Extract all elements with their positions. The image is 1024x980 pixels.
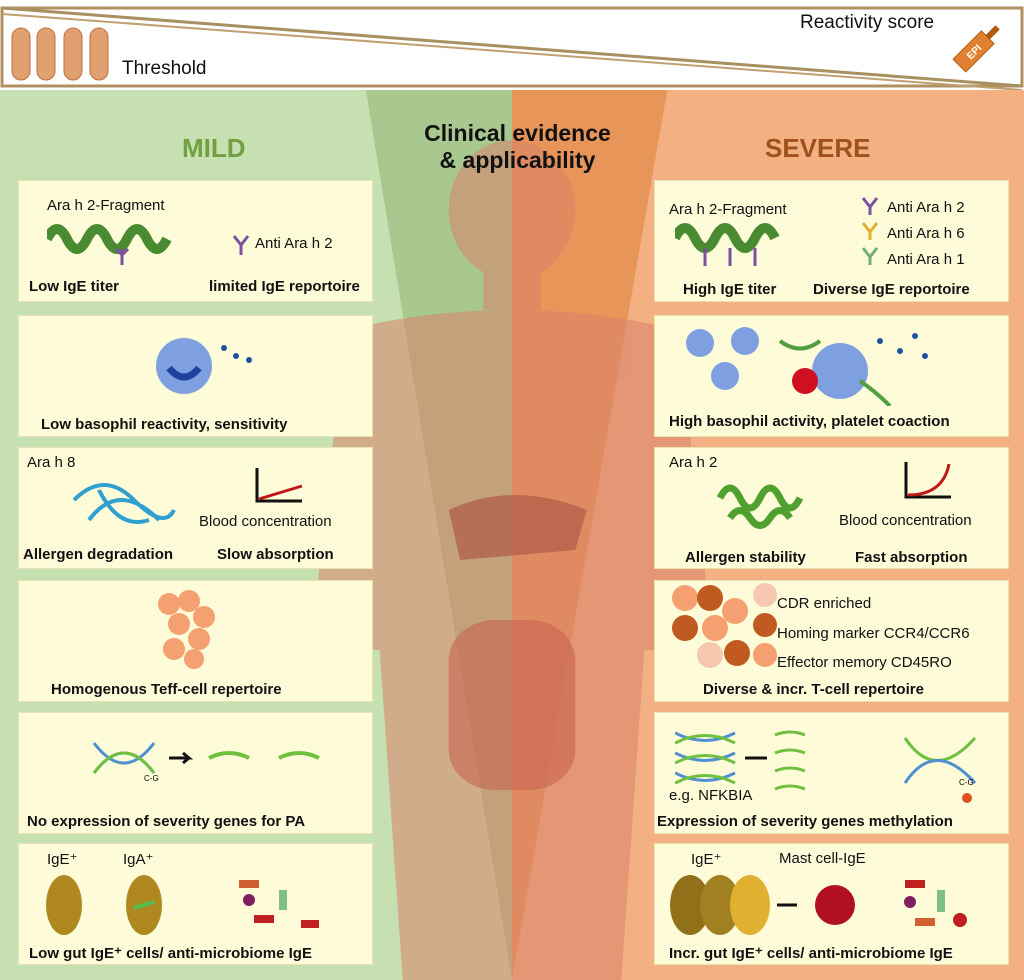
tcell-cluster-icon bbox=[672, 583, 777, 668]
cg-label: C-G bbox=[959, 778, 974, 787]
mild-panel-tcell: Homogenous Teff-cell repertoire bbox=[18, 580, 373, 702]
mild-panel-gut: IgE⁺ IgA⁺ Low gut IgE⁺ cells/ anti-micro… bbox=[18, 843, 373, 965]
center-title-line2: & applicability bbox=[439, 147, 596, 173]
caption: Low basophil reactivity, sensitivity bbox=[41, 416, 288, 433]
caption: Slow absorption bbox=[217, 546, 334, 563]
caption: Allergen stability bbox=[685, 549, 806, 566]
caption: Diverse & incr. T-cell repertoire bbox=[703, 681, 924, 698]
basophil-icon bbox=[156, 338, 252, 394]
antibody-icon bbox=[232, 235, 250, 255]
caption: Low IgE titer bbox=[29, 278, 119, 295]
syringe-icon: EPI bbox=[952, 25, 1000, 73]
severe-panel-basophil: High basophil activity, platelet coactio… bbox=[654, 315, 1009, 437]
caption: limited IgE reportoire bbox=[209, 278, 360, 295]
peanut-icons bbox=[11, 27, 109, 81]
label: Blood concentration bbox=[199, 513, 332, 530]
label: Anti Ara h 1 bbox=[887, 251, 965, 268]
label: Blood concentration bbox=[839, 512, 972, 529]
label: Anti Ara h 2 bbox=[887, 199, 965, 216]
center-title: Clinical evidence & applicability bbox=[410, 120, 625, 174]
cg-label: C-G bbox=[144, 774, 159, 783]
allergen-fragment-icon bbox=[47, 224, 172, 265]
label: Ara h 2-Fragment bbox=[47, 197, 165, 214]
label: IgA⁺ bbox=[123, 851, 154, 868]
label: IgE⁺ bbox=[47, 851, 78, 868]
protein-structure-icon bbox=[72, 483, 176, 524]
caption: Homogenous Teff-cell repertoire bbox=[51, 681, 282, 698]
dna-expression-icon: C-G bbox=[92, 742, 320, 783]
severe-panel-gut: IgE⁺ Mast cell-IgE Incr. gut IgE⁺ cells/… bbox=[654, 843, 1009, 965]
severe-panel-tcell: CDR enriched Homing marker CCR4/CCR6 Eff… bbox=[654, 580, 1009, 702]
caption: Allergen degradation bbox=[23, 546, 174, 563]
tcell-cluster-icon bbox=[158, 590, 215, 669]
caption: No expression of severity genes for PA bbox=[27, 813, 306, 830]
caption: Fast absorption bbox=[855, 549, 968, 566]
mild-panel-genes: C-G No expression of severity genes for … bbox=[18, 712, 373, 834]
label: Ara h 8 bbox=[27, 454, 76, 471]
gut-mast-cells-icon bbox=[670, 875, 967, 935]
legend-label: CDR enriched bbox=[777, 595, 872, 612]
label: Ara h 2 bbox=[669, 454, 718, 471]
threshold-label: Threshold bbox=[122, 58, 207, 79]
legend-label: Effector memory CD45RO bbox=[777, 654, 952, 671]
label: Ara h 2-Fragment bbox=[669, 201, 787, 218]
severe-panel-genes: C-G e.g. NFKBIA Expression of severity g… bbox=[654, 712, 1009, 834]
label: Anti Ara h 6 bbox=[887, 225, 965, 242]
protein-structure-icon bbox=[716, 484, 804, 529]
caption: High basophil activity, platelet coactio… bbox=[669, 413, 950, 430]
reactivity-score-label: Reactivity score bbox=[800, 12, 935, 33]
reactivity-threshold-bar: EPI bbox=[0, 6, 1024, 90]
caption: Incr. gut IgE⁺ cells/ anti-microbiome Ig… bbox=[669, 945, 953, 962]
label: e.g. NFKBIA bbox=[669, 787, 753, 804]
basophil-platelet-icon bbox=[686, 327, 928, 406]
severe-panel-ige: Ara h 2-Fragment Anti Ara h 2 Anti Ara h… bbox=[654, 180, 1009, 302]
mild-heading: MILD bbox=[182, 133, 246, 163]
label: Mast cell-IgE bbox=[779, 850, 866, 867]
gut-cells-icon bbox=[46, 875, 319, 935]
mild-panel-basophil: Low basophil reactivity, sensitivity bbox=[18, 315, 373, 437]
concentration-chart-icon bbox=[255, 468, 303, 503]
allergen-fragment-icon bbox=[675, 223, 780, 266]
caption: Low gut IgE⁺ cells/ anti-microbiome IgE bbox=[29, 945, 312, 962]
antibody-icons bbox=[861, 197, 879, 265]
caption: Expression of severity genes methylation bbox=[657, 813, 953, 830]
label: IgE⁺ bbox=[691, 851, 722, 868]
mild-panel-ige: Ara h 2-Fragment Anti Ara h 2 Low IgE ti… bbox=[18, 180, 373, 302]
caption: Diverse IgE reportoire bbox=[813, 281, 970, 298]
concentration-chart-icon bbox=[904, 462, 951, 499]
center-title-line1: Clinical evidence bbox=[424, 120, 611, 146]
legend-label: Homing marker CCR4/CCR6 bbox=[777, 625, 970, 642]
severe-panel-allergen: Ara h 2 Blood concentration Allergen sta… bbox=[654, 447, 1009, 569]
caption: High IgE titer bbox=[683, 281, 777, 298]
severe-heading: SEVERE bbox=[765, 133, 871, 163]
label: Anti Ara h 2 bbox=[255, 235, 333, 252]
mild-panel-allergen: Ara h 8 Blood concentration Allergen deg… bbox=[18, 447, 373, 569]
dna-methylation-icon: C-G bbox=[675, 730, 977, 803]
